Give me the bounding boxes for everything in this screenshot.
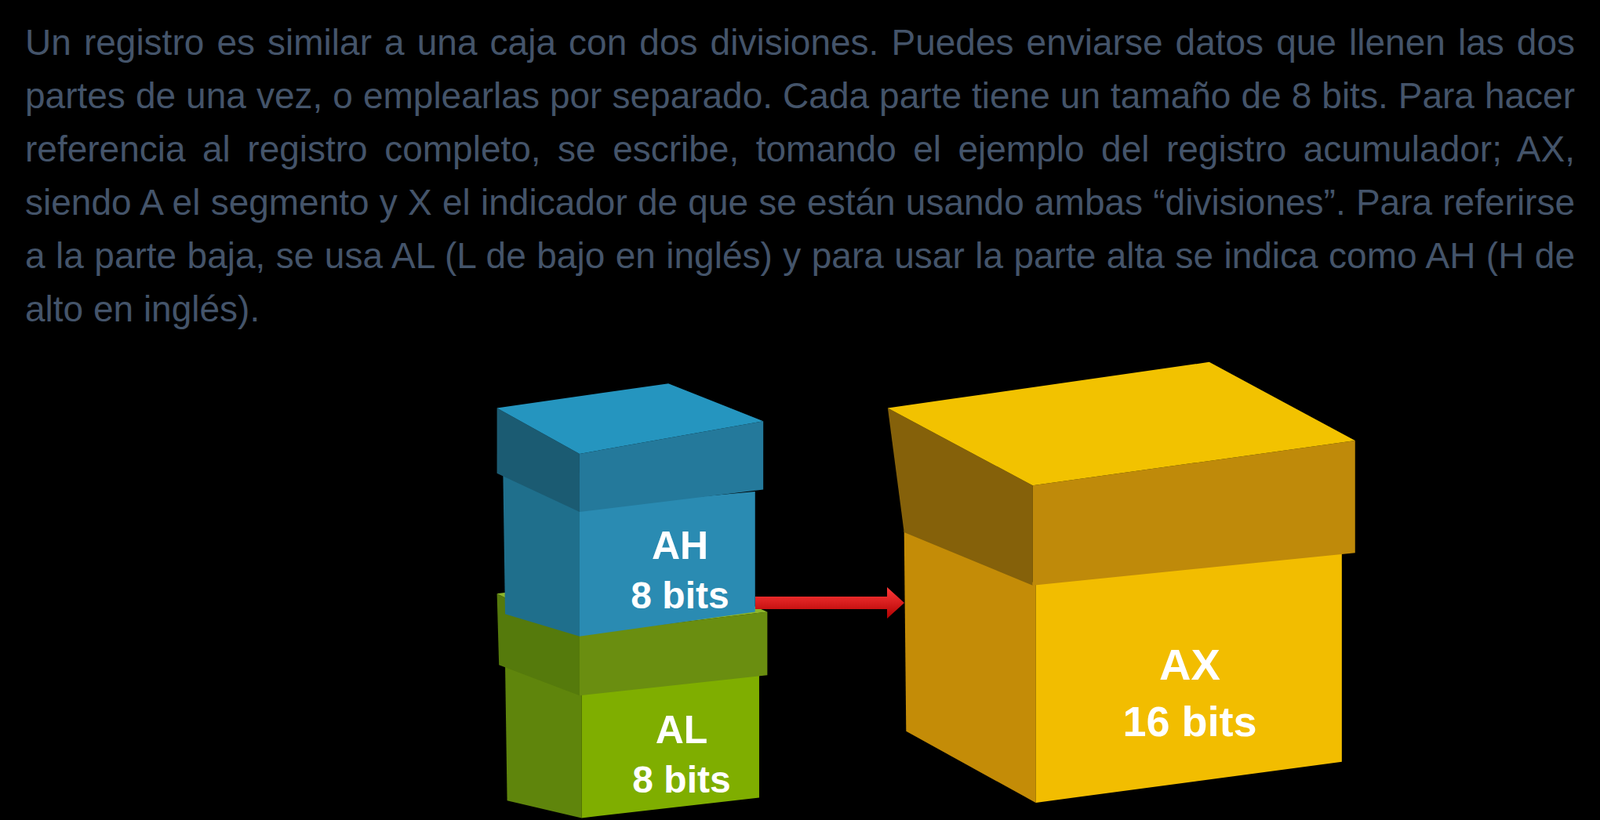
bit-size: 16 bits <box>1122 693 1257 750</box>
ah-register-box: AH8 bits <box>502 507 756 635</box>
ah-box-drawing <box>497 383 764 637</box>
ax-box-drawing <box>887 362 1356 804</box>
register-name: AL <box>655 705 709 756</box>
al-register-box: AL8 bits <box>502 693 759 818</box>
register-name: AH <box>651 520 709 571</box>
description-paragraph: Un registro es similar a una caja con do… <box>25 15 1575 336</box>
bit-size: 8 bits <box>632 755 731 806</box>
bit-size: 8 bits <box>630 570 729 622</box>
red-arrow <box>755 587 905 619</box>
register-name: AX <box>1159 636 1221 694</box>
ax-register-box: AX16 bits <box>904 583 1342 804</box>
